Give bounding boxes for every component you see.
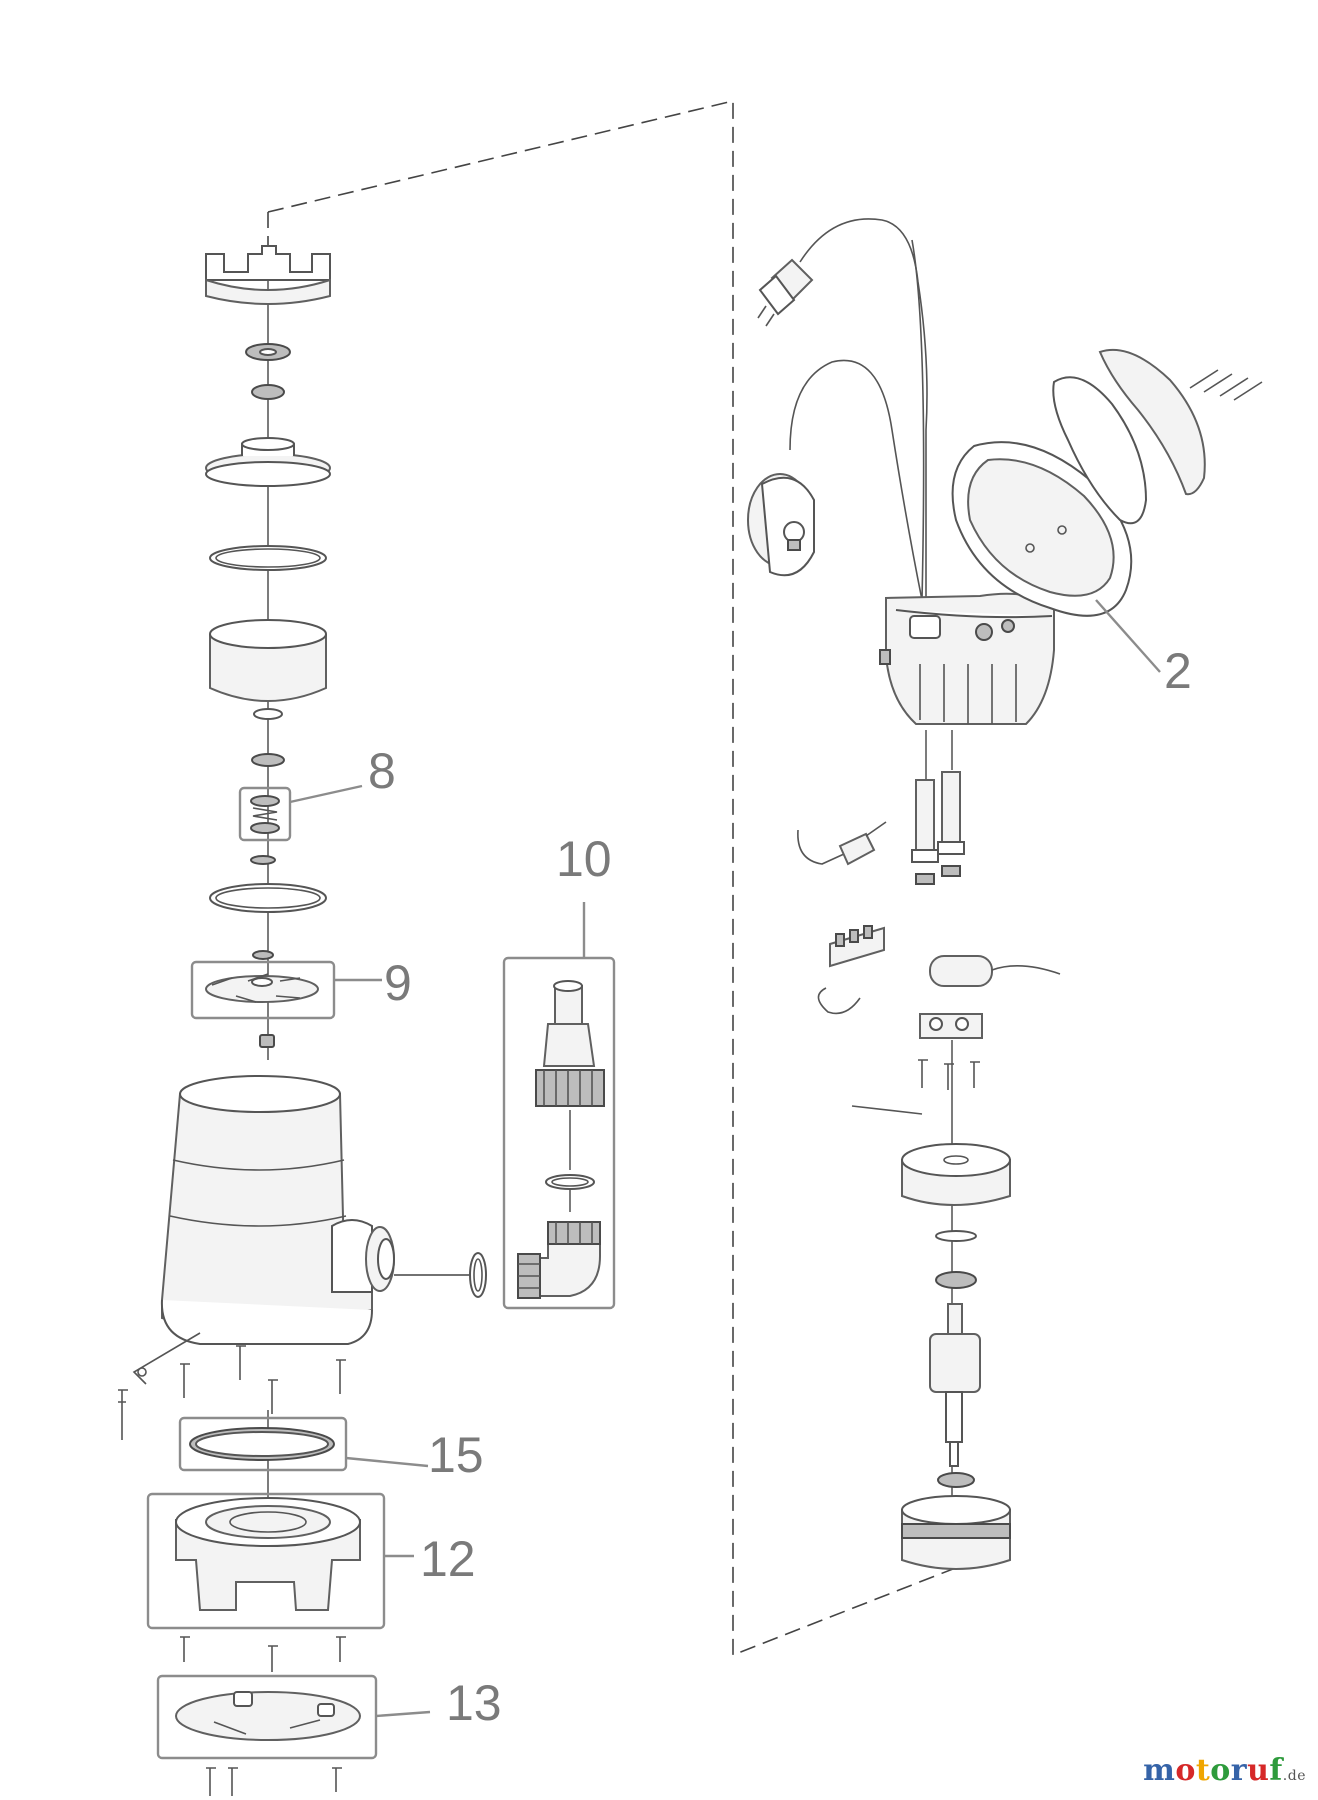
bottom-screws	[206, 1767, 342, 1796]
o-ring-large-1-inner	[215, 548, 321, 568]
motor-top-bracket	[919, 1013, 983, 1039]
switch-housing	[879, 592, 1055, 725]
motor-bearing-1	[935, 1271, 977, 1289]
o-ring-large-1	[209, 545, 327, 571]
capacitor	[929, 955, 1061, 987]
seal-washer-3	[251, 753, 285, 767]
o-ring-large-2-inner	[215, 887, 321, 909]
cover-plate	[1052, 348, 1206, 525]
elbow-gasket	[469, 1252, 487, 1298]
callout-label-13: 13	[446, 1675, 502, 1731]
leader-2	[1095, 599, 1161, 673]
rotor-shaft	[929, 1303, 981, 1467]
motor-stator	[901, 1143, 1011, 1206]
base-stand-group-12: 12	[146, 1492, 476, 1630]
assembly-boundary-dashed-line	[267, 99, 959, 1657]
cup-seal-ring	[253, 708, 283, 720]
mechanical-seal-group-8: 8	[238, 743, 396, 842]
cover-frame	[951, 441, 1133, 617]
cable-clamp	[797, 821, 887, 866]
motor-screws	[851, 1059, 980, 1115]
power-cable-with-plug	[757, 218, 928, 601]
seal-washer-5	[252, 950, 274, 960]
callout-label-8: 8	[368, 743, 396, 799]
base-screws	[118, 1332, 346, 1440]
base-plate-group-13: 13	[156, 1674, 502, 1760]
impeller-nut	[259, 1034, 275, 1048]
inner-cup-housing	[209, 619, 327, 702]
o-ring-large-2	[209, 883, 327, 913]
callout-label-12: 12	[420, 1531, 476, 1587]
switch-rods	[911, 730, 965, 885]
callout-label-2: 2	[1164, 643, 1192, 699]
callout-label-9: 9	[384, 955, 412, 1011]
motor-can	[901, 1495, 1011, 1570]
seal-washer-4	[250, 855, 276, 865]
retaining-ring	[935, 1230, 977, 1242]
impeller-group-9: 9	[190, 955, 412, 1020]
motor-bearing-2	[937, 1472, 975, 1488]
callout-label-15: 15	[428, 1427, 484, 1483]
terminal-block	[817, 925, 885, 1015]
cover-screws	[1189, 369, 1263, 401]
seal-washer-1-hole	[259, 348, 277, 356]
diffuser-disc	[205, 437, 331, 487]
base-plate-screws	[180, 1636, 346, 1672]
motoruf-watermark-logo: motoruf.de	[1143, 1753, 1306, 1788]
hose-connector-group-10: 10	[502, 831, 616, 1310]
elbow-gasket-inner	[473, 1258, 483, 1292]
pump-housing-body	[160, 1075, 395, 1345]
strainer-crown	[205, 245, 331, 305]
float-switch	[747, 359, 923, 601]
callout-label-10: 10	[556, 831, 612, 887]
base-gasket-group-15: 15	[178, 1416, 484, 1483]
seal-washer-2	[251, 384, 285, 400]
